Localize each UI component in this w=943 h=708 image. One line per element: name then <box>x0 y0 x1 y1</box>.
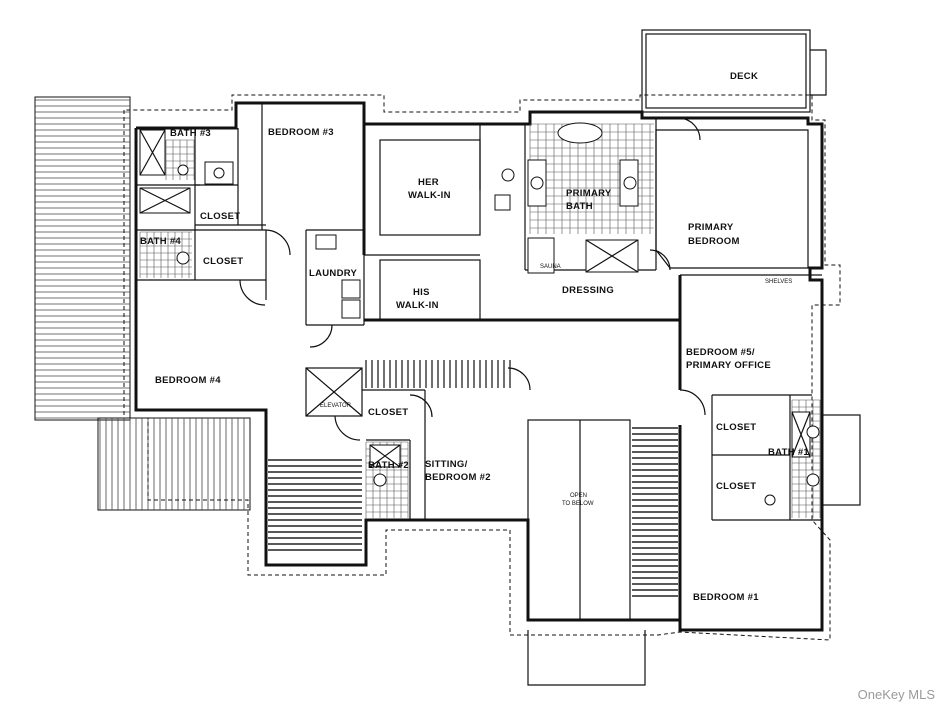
label-closet-b1-a: CLOSET <box>716 422 756 433</box>
watermark: OneKey MLS <box>857 687 935 702</box>
label-sitting-2: BEDROOM #2 <box>425 472 491 483</box>
label-bath-4: BATH #4 <box>140 236 181 247</box>
label-bedroom-5-2: PRIMARY OFFICE <box>686 360 771 371</box>
label-closet-hall: CLOSET <box>368 407 408 418</box>
label-primary-bath-2: BATH <box>566 201 593 212</box>
label-sauna: SAUNA <box>540 264 561 270</box>
interior-walls <box>134 103 861 686</box>
label-primary-bath-1: PRIMARY <box>566 188 612 199</box>
label-bath-2: BATH #2 <box>368 460 409 471</box>
label-closet-b4: CLOSET <box>203 256 243 267</box>
label-her-walkin-1: HER <box>418 177 439 188</box>
label-open-below-1: OPEN <box>570 493 587 499</box>
door-swings <box>239 117 706 441</box>
room-labels: DECK BATH #3 BEDROOM #3 CLOSET BATH #4 C… <box>140 71 809 603</box>
label-her-walkin-2: WALK-IN <box>408 190 451 201</box>
label-bedroom-1: BEDROOM #1 <box>693 592 759 603</box>
label-bath-3: BATH #3 <box>170 128 211 139</box>
label-his-walkin-1: HIS <box>413 287 430 298</box>
label-dressing: DRESSING <box>562 285 614 296</box>
label-laundry: LAUNDRY <box>309 268 358 279</box>
label-primary-bedroom-1: PRIMARY <box>688 222 734 233</box>
exterior-walls <box>134 101 824 632</box>
label-deck: DECK <box>730 71 758 82</box>
label-closet-b1-b: CLOSET <box>716 481 756 492</box>
label-his-walkin-2: WALK-IN <box>396 300 439 311</box>
label-closet-b3: CLOSET <box>200 211 240 222</box>
dashed-outline <box>123 94 841 641</box>
label-elevator: ELEVATOR <box>320 403 352 409</box>
deck <box>641 29 827 113</box>
label-bath-1: BATH #1 <box>768 447 809 458</box>
roof-left <box>34 96 251 511</box>
label-bedroom-3: BEDROOM #3 <box>268 127 334 138</box>
label-primary-bedroom-2: BEDROOM <box>688 236 740 247</box>
label-sitting-1: SITTING/ <box>425 459 468 470</box>
label-bedroom-4: BEDROOM #4 <box>155 375 221 386</box>
label-open-below-2: TO BELOW <box>562 501 594 507</box>
stairs <box>268 360 678 597</box>
fixtures <box>139 122 820 506</box>
label-shelves: SHELVES <box>765 279 792 285</box>
label-bedroom-5-1: BEDROOM #5/ <box>686 347 755 358</box>
